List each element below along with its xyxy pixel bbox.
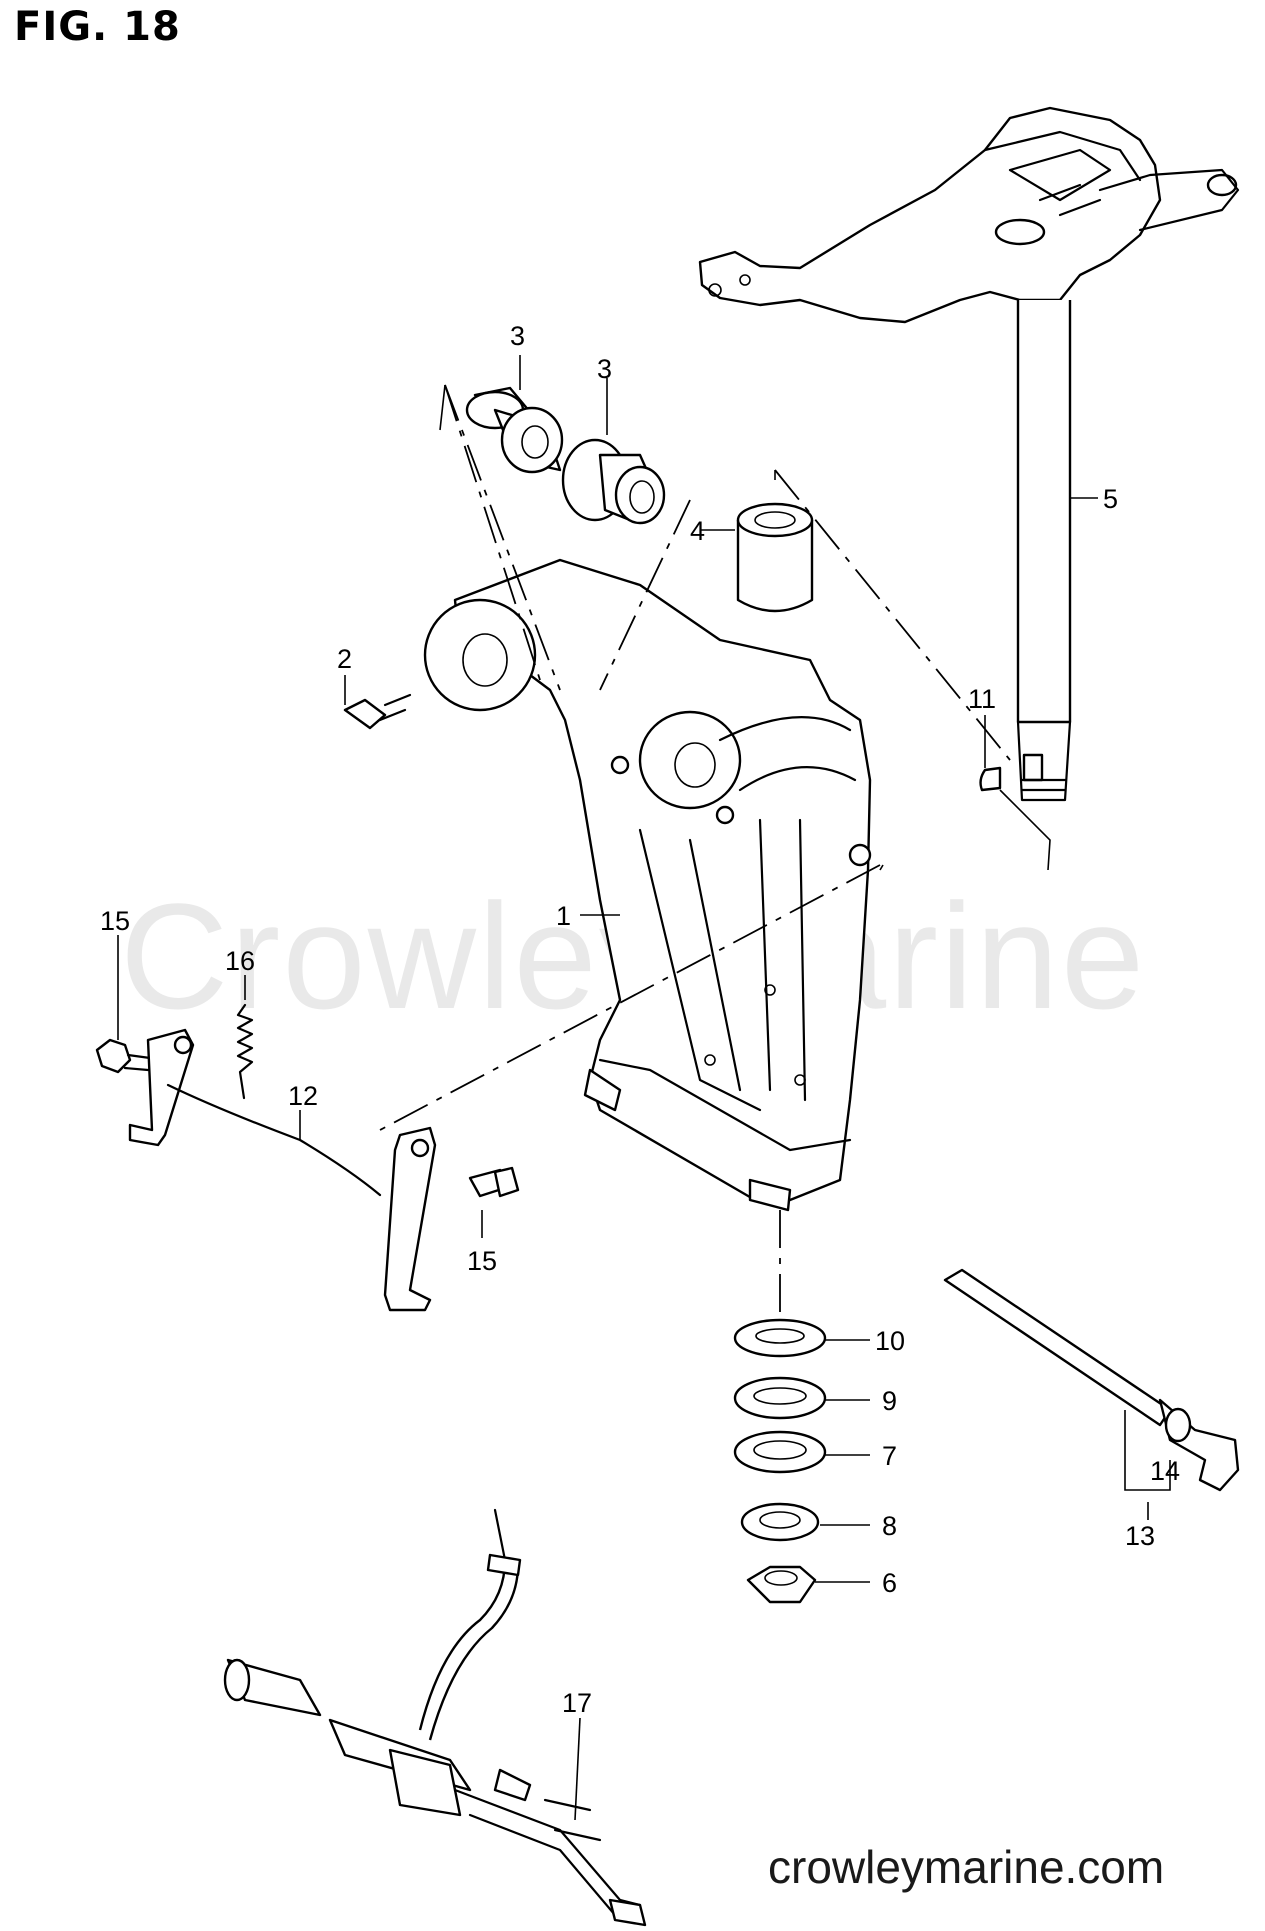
grease-nipple xyxy=(343,693,412,730)
stopper-assembly xyxy=(223,1508,647,1927)
callout-12: 12 xyxy=(288,1081,318,1111)
callout-3-right: 3 xyxy=(597,354,612,384)
callout-3-left: 3 xyxy=(510,321,525,351)
nut-6 xyxy=(746,1565,817,1604)
bushing-right xyxy=(561,438,666,525)
callout-15-upper: 15 xyxy=(100,906,130,936)
callout-9: 9 xyxy=(882,1386,897,1416)
washer-9 xyxy=(733,1376,827,1420)
tilt-pin xyxy=(943,1268,1240,1492)
key xyxy=(979,766,1002,792)
callout-16: 16 xyxy=(225,946,255,976)
bushing-left xyxy=(465,386,564,474)
callout-13: 13 xyxy=(1125,1521,1155,1551)
lock-washer-8 xyxy=(740,1502,820,1542)
callout-15-lower: 15 xyxy=(467,1246,497,1276)
trim-rod-assembly xyxy=(128,1028,437,1312)
callout-10: 10 xyxy=(875,1326,905,1356)
spring xyxy=(236,1003,254,1100)
footer-website: crowleymarine.com xyxy=(768,1841,1165,1893)
bolt-lower xyxy=(468,1166,520,1198)
callout-4: 4 xyxy=(690,516,705,546)
washer-10 xyxy=(733,1318,827,1358)
callout-2: 2 xyxy=(337,644,352,674)
washer-7 xyxy=(733,1430,827,1474)
callout-1: 1 xyxy=(556,901,571,931)
callout-7: 7 xyxy=(882,1441,897,1471)
callout-5: 5 xyxy=(1103,484,1118,514)
steering-bracket-shaft xyxy=(698,106,1240,802)
callout-14: 14 xyxy=(1150,1456,1180,1486)
bolt-upper xyxy=(95,1038,152,1074)
callout-6: 6 xyxy=(882,1568,897,1598)
callout-11: 11 xyxy=(968,684,996,714)
figure-title: FIG. 18 xyxy=(14,4,181,50)
callout-17: 17 xyxy=(562,1688,592,1718)
callout-8: 8 xyxy=(882,1511,897,1541)
sleeve xyxy=(736,502,814,613)
swivel-bracket xyxy=(423,558,872,1212)
